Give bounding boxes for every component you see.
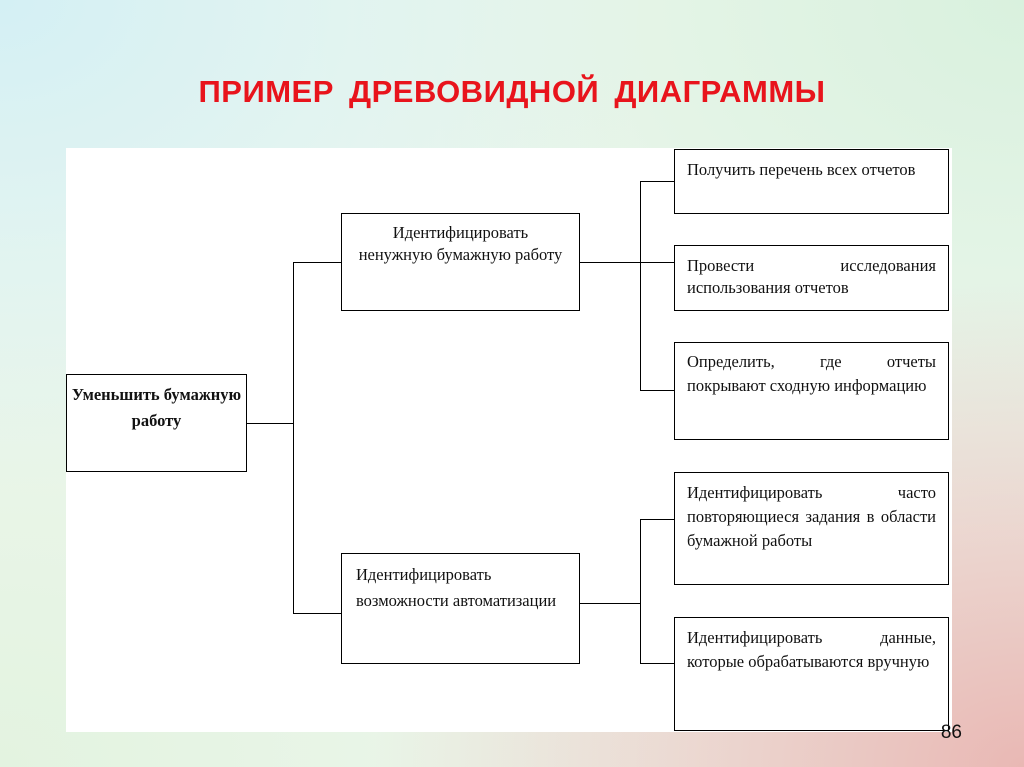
- leaf-node-3: Определить, где отчеты покрывают сходную…: [674, 342, 949, 440]
- connector-to-branch-1: [293, 262, 341, 263]
- root-node: Уменьшить бумажную работу: [66, 374, 247, 472]
- connector-branch-2-out: [580, 603, 640, 604]
- slide-title: ПРИМЕР ДРЕВОВИДНОЙ ДИАГРАММЫ: [198, 74, 826, 109]
- root-node-label: Уменьшить бумажную работу: [71, 385, 242, 430]
- connector-to-branch-2: [293, 613, 341, 614]
- leaf-node-4-label: Идентифицировать часто повторяющиеся зад…: [687, 483, 936, 550]
- leaf-node-5-label: Идентифицировать данные, которые обрабат…: [687, 628, 936, 671]
- connector-to-leaf-4: [640, 519, 674, 520]
- branch-node-1-label: Идентифицировать ненужную бумажную работ…: [358, 223, 563, 264]
- leaf-node-3-label: Определить, где отчеты покрывают сходную…: [687, 352, 936, 395]
- connector-root-out: [247, 423, 293, 424]
- connector-branch-2-trunk: [640, 519, 641, 664]
- leaf-node-5: Идентифицировать данные, которые обрабат…: [674, 617, 949, 731]
- branch-node-1: Идентифицировать ненужную бумажную работ…: [341, 213, 580, 311]
- leaf-node-2: Провести исследования использования отче…: [674, 245, 949, 311]
- connector-to-leaf-2: [640, 262, 674, 263]
- connector-to-leaf-5: [640, 663, 674, 664]
- branch-node-2: Идентифицировать возможности автоматизац…: [341, 553, 580, 664]
- leaf-node-1: Получить перечень всех отчетов: [674, 149, 949, 214]
- leaf-node-4: Идентифицировать часто повторяющиеся зад…: [674, 472, 949, 585]
- branch-node-2-label: Идентифицировать возможности автоматизац…: [356, 565, 557, 610]
- connector-branch-1-out: [580, 262, 640, 263]
- page-number: 86: [940, 722, 962, 743]
- leaf-node-2-label: Провести исследования использования отче…: [687, 256, 936, 297]
- connector-to-leaf-1: [640, 181, 674, 182]
- connector-root-trunk: [293, 262, 294, 614]
- connector-branch-1-trunk: [640, 181, 641, 391]
- connector-to-leaf-3: [640, 390, 674, 391]
- leaf-node-1-label: Получить перечень всех отчетов: [687, 160, 916, 179]
